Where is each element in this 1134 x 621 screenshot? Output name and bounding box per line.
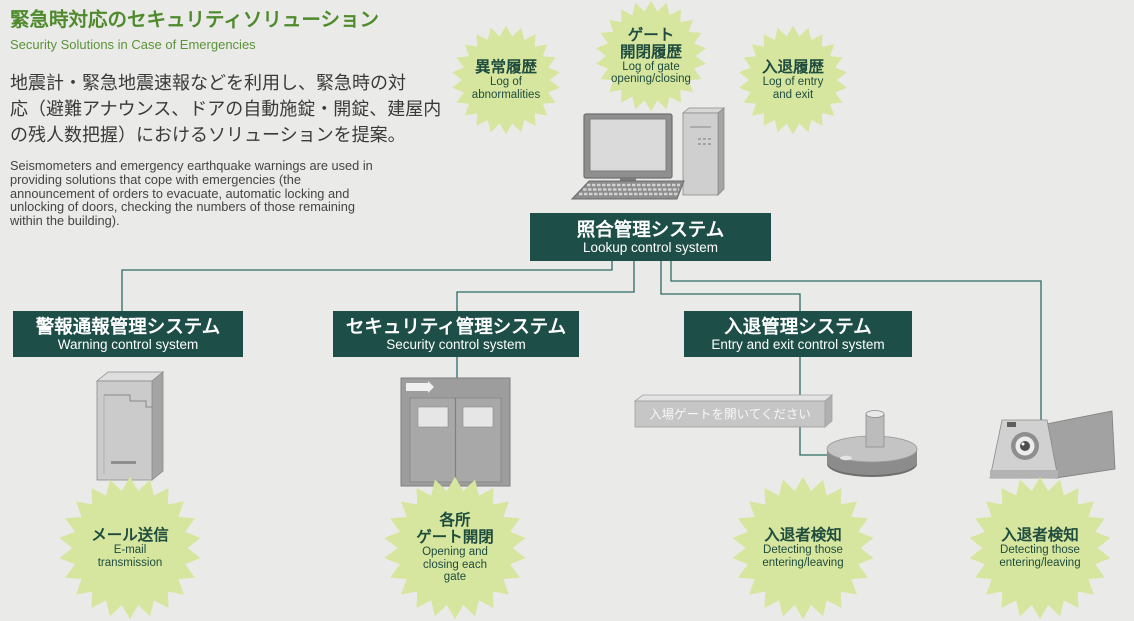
burst-label: 入退者検知 Detecting those entering/leaving [968,476,1112,620]
intro-en-line: Seismometers and emergency earthquake wa… [10,158,373,173]
connector-lookup-to-warning [121,261,613,311]
starburst-shape [452,25,560,135]
intro-en-line: within the building). [10,213,120,229]
burst-label-ja: ゲート [627,26,675,44]
camera-icon [989,410,1116,479]
burst-label-ja: 入退者検知 [1001,527,1079,544]
burst-label-en: Log of entry [762,76,824,88]
intro-english: Seismometers and emergency earthquake wa… [10,159,373,228]
connector-sign-to-reader [799,427,833,456]
intro-ja-line: 地震計・緊急地震速報などを利用し、緊急時の対 [10,73,406,93]
starburst-shape [739,25,847,135]
burst-label-en: opening/closing [611,73,691,85]
burst-label-en: abnormalities [471,88,541,101]
burst-label: メール送信 E-mail transmission [58,476,202,620]
burst-detect-entering-leaving-reader: 入退者検知 Detecting those entering/leaving [731,476,875,620]
burst-label-en: entering/leaving [999,556,1081,569]
burst-label: 入退者検知 Detecting those entering/leaving [731,476,875,620]
burst-label: 入退履歴 Log of entry and exit [738,25,848,135]
burst-label-en: Opening and [422,546,488,559]
system-label-ja: セキュリティ管理システム [345,315,567,337]
burst-label-en: Log of [490,76,522,88]
system-label-en: Lookup control system [582,239,719,255]
connector-lookup-to-security [456,261,635,311]
burst-label-ja: 各所 [439,512,471,530]
burst-label-en: transmission [97,556,163,569]
warning-control-system-box: 警報通報管理システム Warning control system [13,311,243,357]
entry-exit-control-system-box: 入退管理システム Entry and exit control system [684,311,912,357]
starburst-shape [596,0,706,112]
burst-label-ja: ゲート開閉 [416,529,494,547]
burst-label-ja: メール送信 [91,527,169,544]
burst-label-en: E-mail [113,544,147,556]
starburst-shape [732,476,874,620]
starburst-shape [384,476,526,620]
intro-en-line: providing solutions that cope with emerg… [10,171,301,187]
burst-label-ja: 開閉履歴 [619,43,682,61]
system-label-ja: 警報通報管理システム [35,315,221,337]
security-control-system-box: セキュリティ管理システム Security control system [333,311,579,357]
gate-open-sign: 入場ゲートを開いてください [633,394,834,428]
connector-lookup-to-entry-exit [660,261,801,311]
burst-label-ja: 入退履歴 [761,59,824,76]
burst-label-en: and exit [772,88,814,101]
burst-label-en: entering/leaving [762,556,844,569]
computer-icon [570,107,726,200]
burst-label-en: Log of gate [622,60,680,73]
burst-email-transmission: メール送信 E-mail transmission [58,476,202,620]
burst-label-en: Detecting those [763,544,843,556]
burst-label-ja: 入退者検知 [764,527,842,544]
starburst-shape [59,476,201,620]
connector-lines [121,261,1042,456]
intro-japanese: 地震計・緊急地震速報などを利用し、緊急時の対 応（避難アナウンス、ドアの自動施錠… [10,70,441,148]
connector-lookup-to-camera [670,261,1042,421]
page-subtitle: Security Solutions in Case of Emergencie… [10,37,256,52]
burst-label-ja: 異常履歴 [474,59,537,76]
burst-gate-opening-closing: 各所 ゲート開閉 Opening and closing each gate [383,476,527,620]
starburst-shape [969,476,1111,620]
burst-label-en: gate [443,571,467,584]
card-reader-icon [826,410,918,477]
system-label-en: Entry and exit control system [711,336,885,352]
burst-detect-entering-leaving-camera: 入退者検知 Detecting those entering/leaving [968,476,1112,620]
burst-label: 各所 ゲート開閉 Opening and closing each gate [383,476,527,620]
system-label-ja: 照合管理システム [576,218,725,240]
burst-label: 異常履歴 Log of abnormalities [451,25,561,135]
burst-abnormality-log: 異常履歴 Log of abnormalities [451,25,561,135]
burst-gate-open-close-log: ゲート 開閉履歴 Log of gate opening/closing [595,0,707,112]
page-title: 緊急時対応のセキュリティソリューション [10,9,379,31]
intro-en-line: announcement of orders to evacuate, auto… [10,185,350,201]
server-icon [95,371,165,481]
burst-label-en: Detecting those [1000,544,1080,556]
sign-text: 入場ゲートを開いてください [649,408,811,422]
lookup-control-system-box: 照合管理システム Lookup control system [530,213,771,261]
intro-en-line: unlocking of doors, checking the numbers… [10,199,356,215]
intro-ja-line: の残人数把握）におけるソリューションを提案。 [10,125,406,145]
system-label-ja: 入退管理システム [724,315,872,337]
system-label-en: Security control system [386,336,526,352]
burst-entry-exit-log: 入退履歴 Log of entry and exit [738,25,848,135]
intro-ja-line: 応（避難アナウンス、ドアの自動施錠・開錠、建屋内 [10,99,442,119]
burst-label-en: closing each [423,558,487,571]
system-label-en: Warning control system [57,336,199,352]
gate-panel-icon [400,377,511,487]
burst-label: ゲート 開閉履歴 Log of gate opening/closing [595,0,707,112]
